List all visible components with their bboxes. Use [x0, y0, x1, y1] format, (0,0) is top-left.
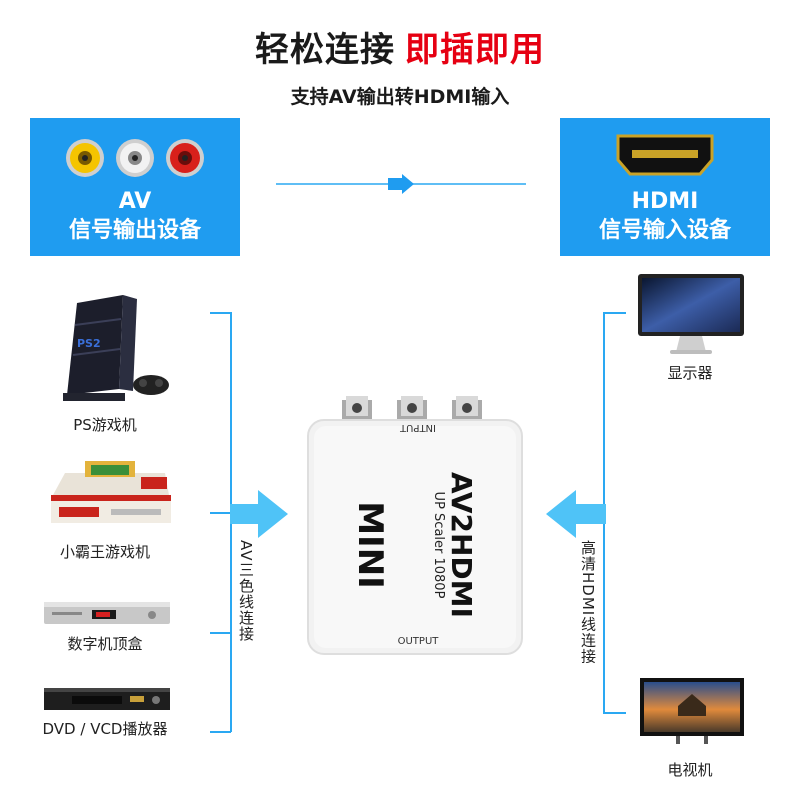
- converter-input-label: INTPUT: [400, 422, 436, 433]
- tv-icon: [640, 678, 744, 744]
- left-bracket-tick: [210, 731, 231, 733]
- title-accent: 即插即用: [405, 30, 545, 70]
- famicom-label: 小霸王游戏机: [59, 543, 150, 561]
- monitor-label: 显示器: [667, 364, 713, 382]
- av2hdmi-converter: [307, 396, 523, 655]
- right-bracket-tick: [604, 312, 626, 314]
- ps2-console-icon: PS2: [63, 295, 169, 401]
- right-bracket-tick: [604, 712, 626, 714]
- dvd-player-label: DVD / VCD播放器: [42, 720, 168, 738]
- left-input-arrow-icon: [230, 490, 288, 538]
- dvd-player-icon: [44, 688, 170, 710]
- famicom-console-icon: [51, 461, 171, 523]
- converter-model-block: AV2HDMI UP Scaler 1080P: [408, 470, 498, 620]
- hdmi-target-subtitle: 信号输入设备: [598, 218, 731, 243]
- right-input-arrow-icon: [546, 490, 606, 538]
- converter-spec: UP Scaler 1080P: [431, 491, 447, 599]
- hdmi-connector-icon: [616, 134, 714, 176]
- ps-console-label: PS游戏机: [73, 416, 137, 434]
- right-connection-label: 高清HDMI线连接: [579, 540, 597, 665]
- title-main: 轻松连接: [255, 30, 395, 70]
- converter-model: AV2HDMI: [445, 472, 479, 618]
- av-source-subtitle: 信号输出设备: [68, 218, 201, 243]
- left-bracket-tick: [210, 312, 231, 314]
- hdmi-target-box: HDMI 信号输入设备: [560, 118, 770, 256]
- page-title: 轻松连接即插即用: [0, 22, 800, 71]
- left-bracket-tick: [210, 512, 231, 514]
- rca-jack-icon: [397, 396, 427, 424]
- converter-output-label: OUTPUT: [397, 636, 439, 647]
- left-bracket-tick: [210, 632, 231, 634]
- monitor-icon: [638, 274, 744, 354]
- hdmi-target-title: HDMI: [631, 189, 699, 214]
- left-connection-label: AV三色线连接: [237, 540, 255, 642]
- converter-brand: MINI: [348, 500, 392, 590]
- tv-label: 电视机: [667, 761, 713, 779]
- settop-box-label: 数字机顶盒: [67, 635, 143, 653]
- flow-arrow-icon: [276, 174, 526, 194]
- svg-text:PS2: PS2: [77, 337, 101, 350]
- page-subtitle: 支持AV输出转HDMI输入: [290, 86, 510, 108]
- rca-connectors-icon: [66, 139, 204, 177]
- converter-brand-text: MINI: [350, 501, 390, 589]
- av-source-title: AV: [118, 189, 152, 214]
- av-source-box: AV 信号输出设备: [30, 118, 240, 256]
- settop-box-icon: [44, 602, 170, 624]
